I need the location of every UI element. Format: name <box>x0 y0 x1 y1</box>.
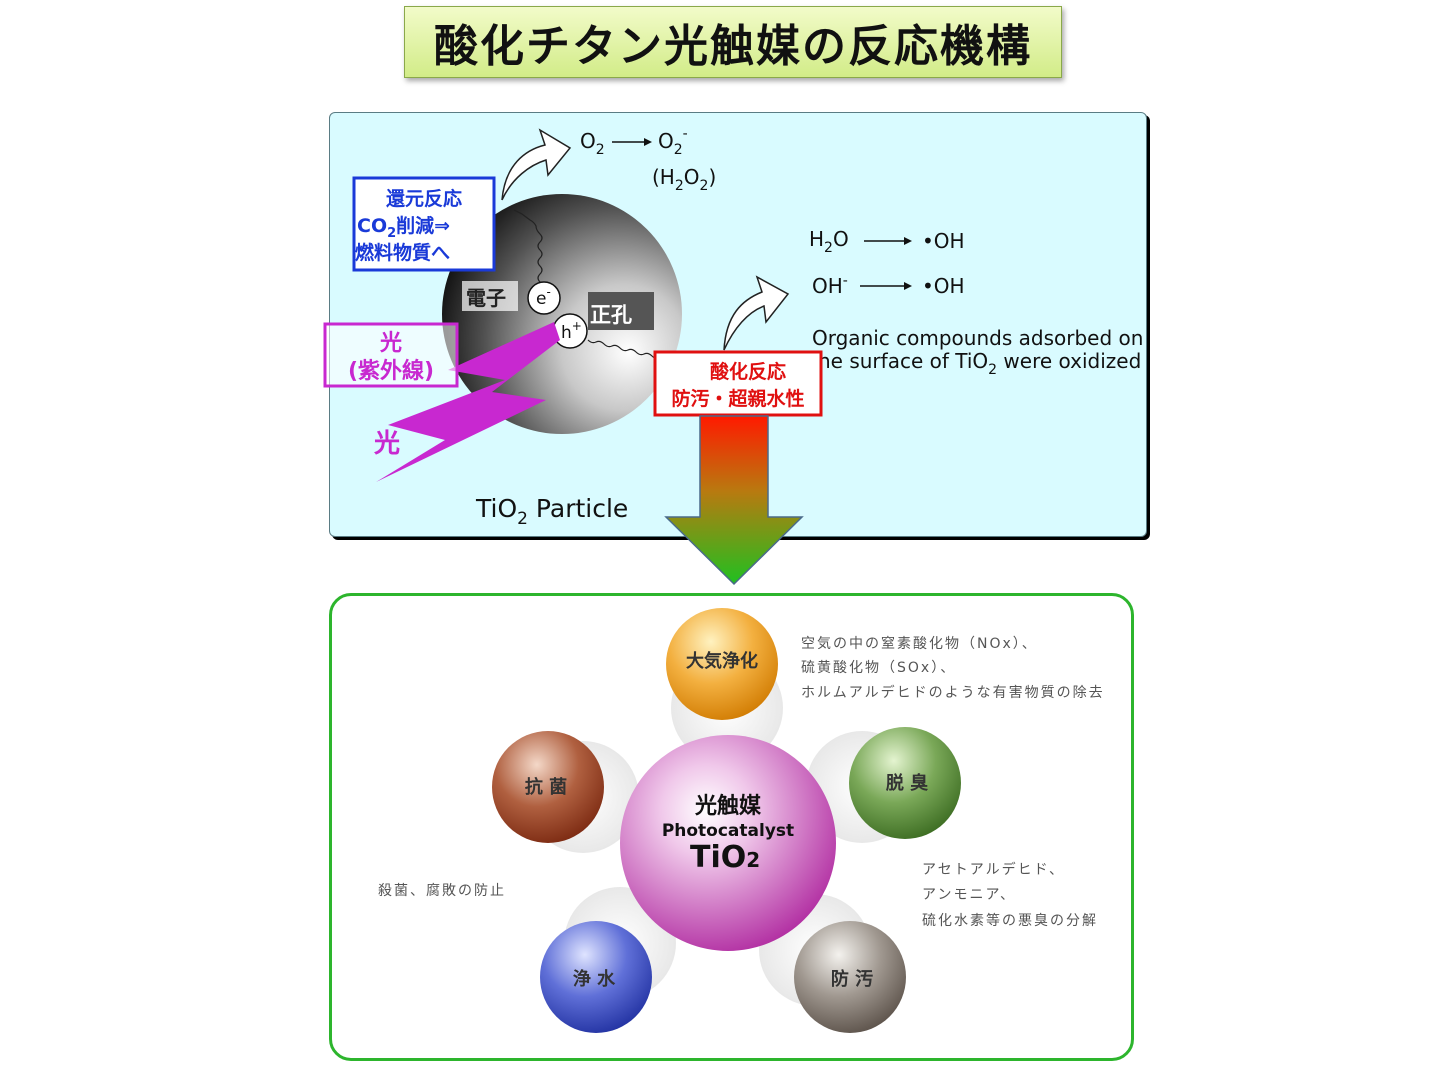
electron-label: 電子 <box>466 286 506 310</box>
antifouling-ball-label: 防 汚 <box>831 968 873 990</box>
oh-arrowhead <box>904 282 912 290</box>
light-box-line-1: 光 <box>379 331 402 356</box>
center-line-3: TiO2 <box>690 840 760 875</box>
air-desc-line-3: ホルムアルデヒドのような有害物質の除去 <box>801 684 1105 701</box>
electron-label-bg <box>462 281 518 311</box>
light-box-line-2: (紫外線) <box>348 358 434 384</box>
electron-circle <box>527 281 561 315</box>
electron-symbol: e- <box>536 285 551 309</box>
air-desc-line-1: 空気の中の窒素酸化物（NOx）、 <box>801 635 1038 652</box>
center-line-2: Photocatalyst <box>662 821 794 841</box>
h2o-arrowhead <box>904 237 912 245</box>
organic-line-2: he surface of TiO2 were oxidized <box>818 349 1141 378</box>
organic-line-1: Organic compounds adsorbed on <box>812 326 1143 350</box>
oh-ion: OH- <box>812 273 848 298</box>
oxidation-line-1: 酸化反応 <box>710 360 786 383</box>
page-title: 酸化チタン光触媒の反応機構 <box>434 21 1032 72</box>
light-box <box>323 322 459 388</box>
light-label: 光 <box>373 429 400 459</box>
particle-label: TiO2 Particle <box>475 494 628 529</box>
o2-arrowhead <box>644 138 652 146</box>
title-banner: 酸化チタン光触媒の反応機構 <box>404 6 1062 78</box>
antibacterial-ball-label: 抗 菌 <box>525 776 567 798</box>
antibacterial-ball <box>492 731 604 843</box>
air-purification-ball <box>666 608 778 720</box>
oh-radical-1: •OH <box>922 229 965 253</box>
oxidation-curved-arrow <box>723 275 790 351</box>
water-ball-label: 浄 水 <box>573 968 616 990</box>
hole-label-bg <box>588 292 654 330</box>
air-ball-label: 大気浄化 <box>686 650 758 672</box>
o2-reactant: O2 <box>580 129 605 158</box>
deodorize-ball <box>849 727 961 839</box>
o2-product: O2- <box>658 126 688 158</box>
deodorize-desc-line-2: アンモニア、 <box>922 887 1016 903</box>
hole-symbol: h+ <box>561 319 582 343</box>
reduction-curved-arrow <box>501 128 572 201</box>
oxidation-box <box>653 350 823 417</box>
hole-label: 正孔 <box>590 303 632 327</box>
reduction-line-1: 還元反応 <box>386 187 462 210</box>
air-desc-line-2: 硫黄酸化物（SOx）、 <box>801 659 956 676</box>
deodorize-desc-line-3: 硫化水素等の悪臭の分解 <box>922 912 1098 929</box>
photocatalyst-center-ball <box>620 735 836 951</box>
deodorize-ball-label: 脱 臭 <box>886 772 928 794</box>
h2o-reactant: H2O <box>809 227 849 256</box>
light-lightning-bolt <box>376 322 560 482</box>
oh-radical-2: •OH <box>922 274 965 298</box>
center-line-1: 光触媒 <box>694 793 762 819</box>
reduction-box <box>352 176 496 272</box>
reduction-line-3: 燃料物質へ <box>355 241 450 264</box>
down-arrow <box>664 415 804 586</box>
reduction-line-2: CO2削減⇒ <box>357 214 450 241</box>
antibacterial-desc: 殺菌、腐敗の防止 <box>378 882 506 899</box>
oxidation-line-2: 防汚・超親水性 <box>671 387 804 410</box>
h2o2-label: (H2O2) <box>652 165 716 194</box>
deodorize-desc-line-1: アセトアルデヒド、 <box>922 861 1065 878</box>
water-purification-ball <box>540 921 652 1033</box>
antifouling-ball <box>794 921 906 1033</box>
